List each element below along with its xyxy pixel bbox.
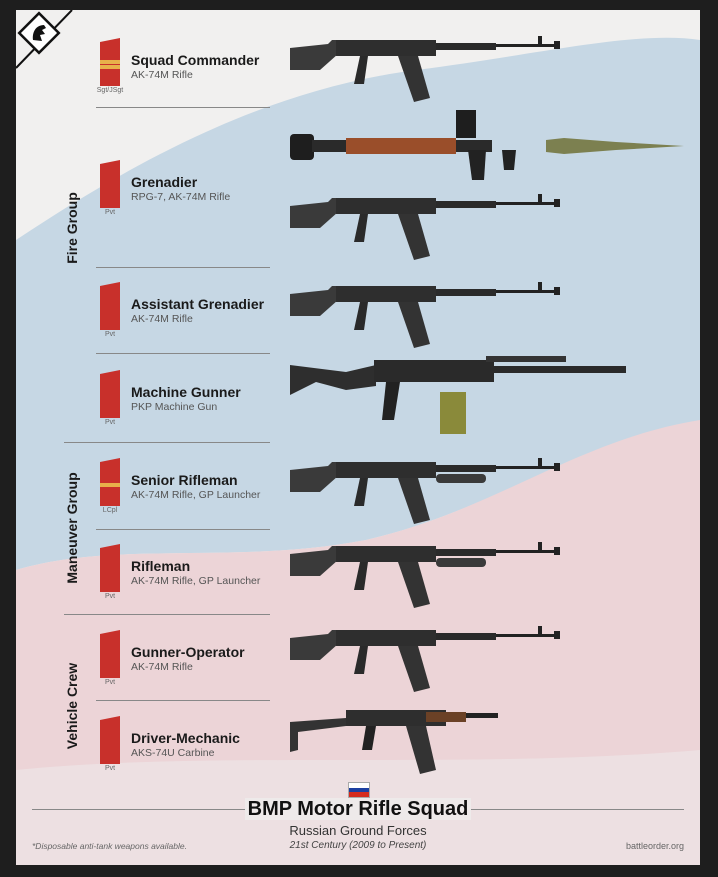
role-weapon: RPG-7, AK-74M Rifle xyxy=(131,191,231,203)
rank-label: Sgt/JSgt xyxy=(96,87,124,94)
rank-label: LCpl xyxy=(102,507,118,514)
rank-label: Pvt xyxy=(104,679,116,686)
rank-insignia-icon xyxy=(100,544,120,592)
rank-label: Pvt xyxy=(104,331,116,338)
divider xyxy=(96,353,270,354)
role-weapon: AK-74M Rifle, GP Launcher xyxy=(131,489,261,501)
rank-insignia-icon xyxy=(100,630,120,678)
weapons-illustration xyxy=(290,36,684,774)
divider xyxy=(96,107,270,108)
rank-label: Pvt xyxy=(104,419,116,426)
role-weapon: PKP Machine Gun xyxy=(131,401,218,413)
source-link[interactable]: battleorder.org xyxy=(625,841,684,851)
divider xyxy=(96,267,270,268)
russian-flag-icon xyxy=(348,782,370,798)
group-divider xyxy=(64,442,270,443)
role-weapon: AK-74M Rifle xyxy=(131,661,193,673)
rank-label: Pvt xyxy=(104,209,116,216)
rank-insignia-icon xyxy=(100,458,120,506)
ak74m-gp-launcher-icon xyxy=(290,458,560,524)
infographic-poster: Fire Group Maneuver Group Vehicle Crew S… xyxy=(16,10,700,865)
ak74m-rifle-icon xyxy=(290,36,560,102)
ak74m-rifle-icon xyxy=(290,626,560,692)
role-weapon: AK-74M Rifle xyxy=(131,313,193,325)
rank-insignia-icon xyxy=(100,160,120,208)
role-name: Driver-Mechanic xyxy=(131,730,240,746)
pkp-machine-gun-icon xyxy=(290,356,626,434)
role-name: Squad Commander xyxy=(131,52,260,68)
battleorder-logo-icon xyxy=(16,10,73,69)
divider xyxy=(96,700,270,701)
rank-insignia-icon xyxy=(100,282,120,330)
rank-insignia-icon xyxy=(100,38,120,86)
group-divider xyxy=(64,614,270,615)
role-name: Grenadier xyxy=(131,174,198,190)
poster-title-text: BMP Motor Rifle Squad xyxy=(244,798,472,820)
role-weapon: AK-74M Rifle, GP Launcher xyxy=(131,575,261,587)
poster-era: 21st Century (2009 to Present) xyxy=(289,840,427,851)
poster-subtitle: Russian Ground Forces xyxy=(289,823,427,838)
aks74u-carbine-icon xyxy=(290,710,498,774)
rank-insignia-icon xyxy=(100,716,120,764)
role-name: Assistant Grenadier xyxy=(131,296,265,312)
role-name: Rifleman xyxy=(131,558,191,574)
ak74m-gp-launcher-icon xyxy=(290,542,560,608)
ak74m-rifle-icon xyxy=(290,282,560,348)
ak74m-rifle-icon xyxy=(290,194,560,260)
rpg7-launcher-icon xyxy=(290,110,684,180)
rank-label: Pvt xyxy=(104,765,116,772)
role-name: Gunner-Operator xyxy=(131,644,245,660)
divider xyxy=(96,529,270,530)
rank-insignia-icon xyxy=(100,370,120,418)
role-name: Machine Gunner xyxy=(131,384,241,400)
role-weapon: AK-74M Rifle xyxy=(131,69,193,81)
role-weapon: AKS-74U Carbine xyxy=(131,747,215,759)
footnote: *Disposable anti-tank weapons available. xyxy=(32,841,187,851)
rank-label: Pvt xyxy=(104,593,116,600)
role-name: Senior Rifleman xyxy=(131,472,238,488)
poster-title: BMP Motor Rifle Squad xyxy=(16,798,700,821)
